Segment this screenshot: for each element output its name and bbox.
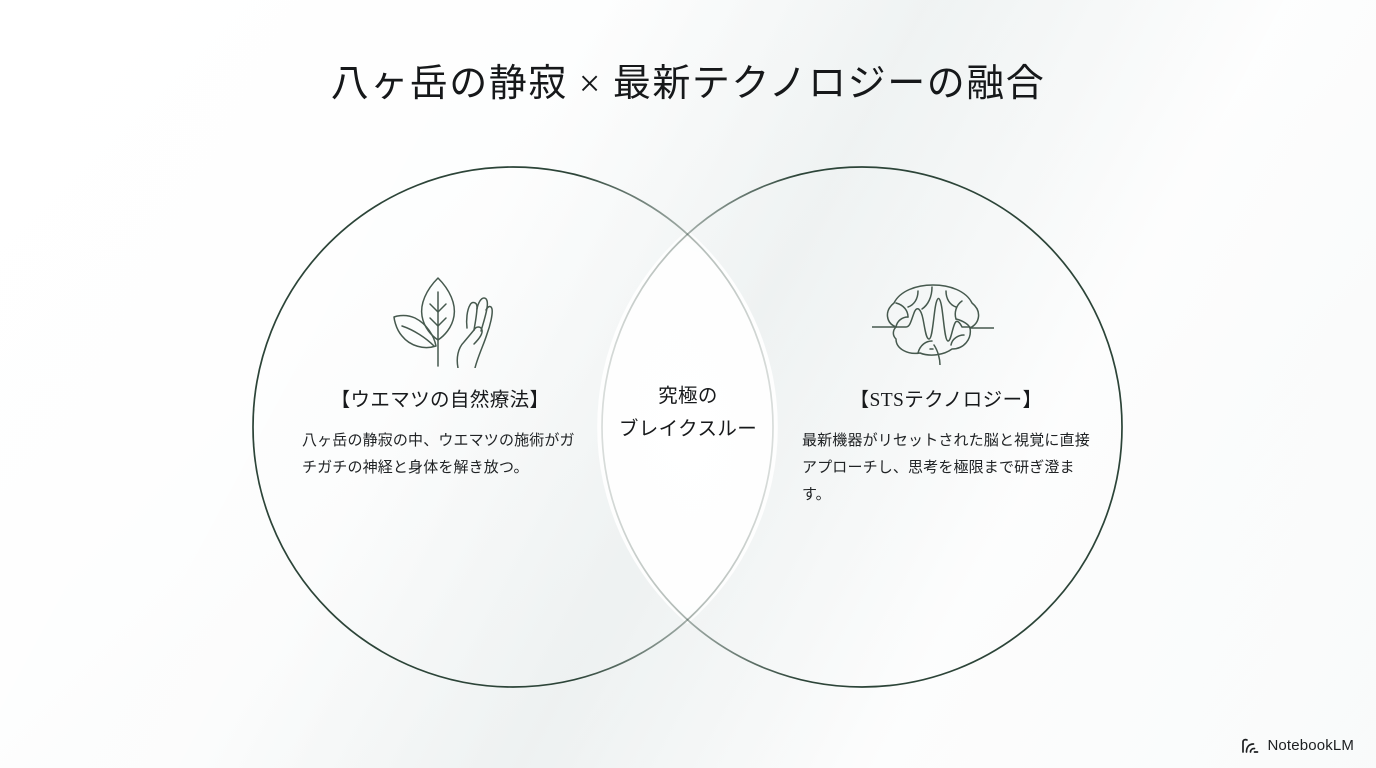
venn-center-label: 究極の ブレイクスルー (588, 380, 788, 446)
venn-right-body: 最新機器がリセットされた脳と視覚に直接アプローチし、思考を極限まで研ぎ澄ます。 (802, 433, 1090, 504)
venn-center-line-2: ブレイクスルー (618, 419, 758, 440)
venn-left-heading: 【ウエマツの自然療法】 (330, 390, 550, 411)
notebooklm-watermark-label: NotebookLM (1267, 737, 1354, 754)
venn-left-body: 八ヶ岳の静寂の中、ウエマツの施術がガチガチの神経と身体を解き放つ。 (302, 433, 575, 477)
venn-right-heading: 【STSテクノロジー】 (849, 390, 1043, 411)
venn-circle-left (252, 166, 774, 688)
notebooklm-logo-icon (1241, 738, 1260, 754)
venn-left-text-block: 【ウエマツの自然療法】 八ヶ岳の静寂の中、ウエマツの施術がガチガチの神経と身体を… (290, 388, 590, 482)
venn-right-text-block: 【STSテクノロジー】 最新機器がリセットされた脳と視覚に直接アプローチし、思考… (796, 388, 1096, 509)
page-title: 八ヶ岳の静寂 × 最新テクノロジーの融合 (330, 63, 1046, 105)
venn-circle-right (601, 166, 1123, 688)
notebooklm-watermark: NotebookLM (1241, 737, 1354, 754)
venn-center-line-1: 究極の (658, 386, 718, 407)
